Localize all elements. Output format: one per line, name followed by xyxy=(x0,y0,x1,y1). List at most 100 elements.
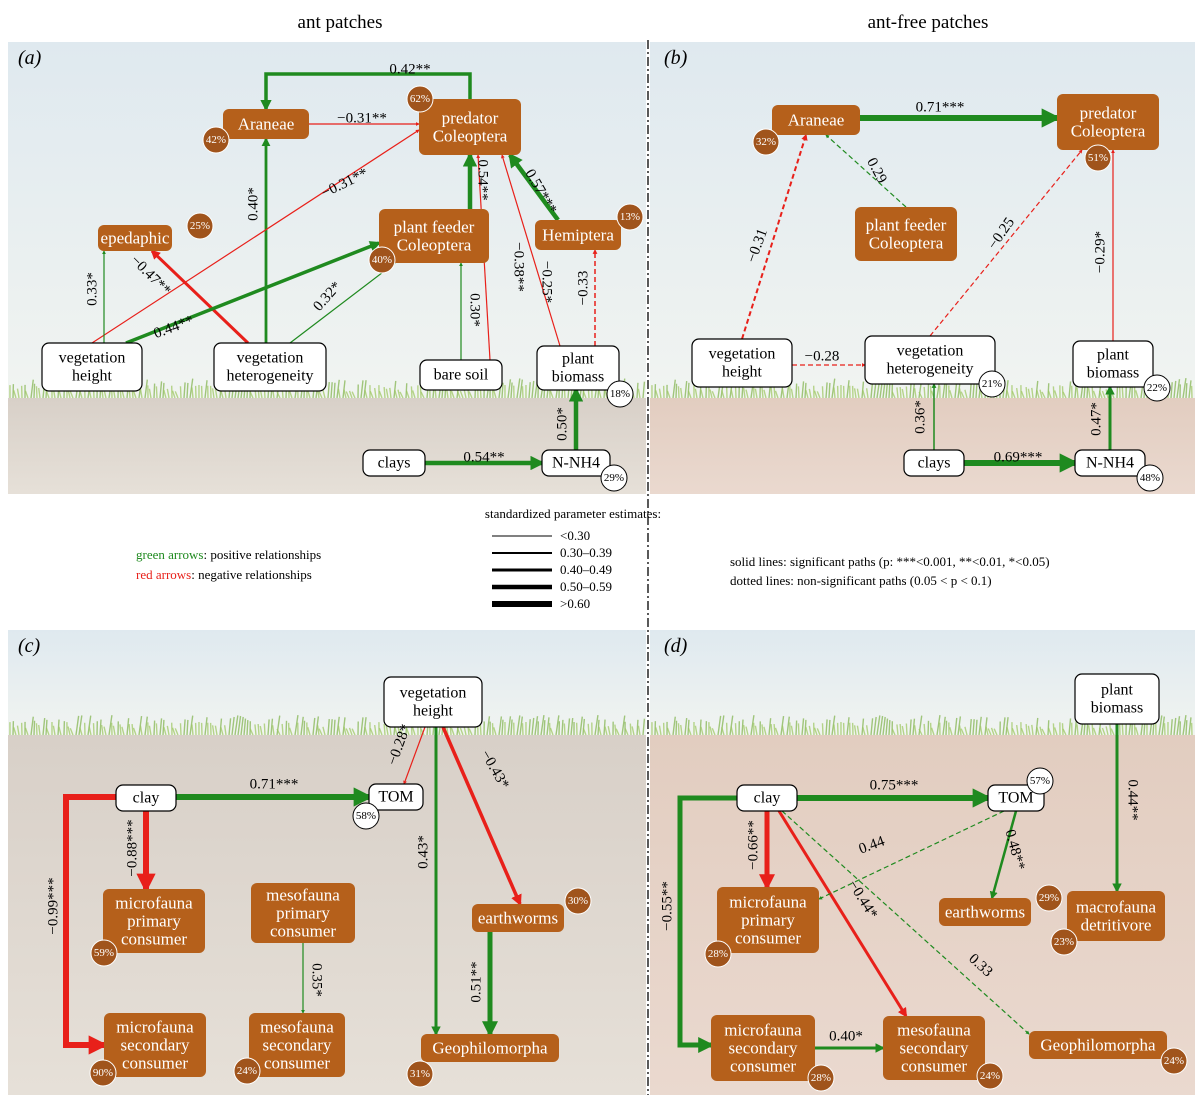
variance-value: 42% xyxy=(206,134,226,146)
variance-badge: 62% xyxy=(406,85,434,113)
node-label: biomass xyxy=(1087,365,1139,382)
estimate-c-mesoprim-to-mesosec: 0.35* xyxy=(309,963,325,997)
panel-label-c: (c) xyxy=(18,635,41,657)
node-label: plant xyxy=(1097,347,1130,364)
estimate-b-araneae-to-predator: 0.71*** xyxy=(916,99,965,115)
variance-value: 58% xyxy=(356,810,376,822)
node-label: biomass xyxy=(1091,700,1143,717)
node-label: predator xyxy=(1080,104,1137,123)
node-box xyxy=(103,889,205,953)
node-label: Araneae xyxy=(238,115,295,134)
node-box xyxy=(379,209,489,263)
legend-width-label: 0.30–0.39 xyxy=(560,545,612,560)
node-a-baresoil: bare soil xyxy=(419,359,503,391)
legend-width-scale: <0.300.30–0.390.40–0.490.50–0.59>0.60 xyxy=(492,528,612,611)
panel-b-soil xyxy=(650,398,1195,494)
node-label: consumer xyxy=(730,1057,796,1076)
panel-c-grass xyxy=(9,715,646,736)
node-label: heterogeneity xyxy=(226,368,313,385)
variance-value: 28% xyxy=(811,1072,831,1084)
node-label: earthworms xyxy=(478,909,558,928)
estimate-b-clays-to-nnh4: 0.69*** xyxy=(994,449,1043,465)
panel-d-grass xyxy=(651,715,1193,736)
node-label: Hemiptera xyxy=(542,226,614,245)
variance-value: 18% xyxy=(610,388,630,400)
legend-dotted-lines: dotted lines: non-significant paths (0.0… xyxy=(730,573,992,588)
arrow-b-plantfeeder-to-araneae xyxy=(825,134,907,208)
variance-badge: 13% xyxy=(616,203,644,231)
node-label: microfauna xyxy=(724,1021,802,1040)
node-label: plant xyxy=(1101,682,1134,699)
arrow-a-veghet-to-epedaphic xyxy=(150,249,250,345)
variance-value: 24% xyxy=(237,1065,257,1077)
node-box xyxy=(419,359,503,391)
variance-badge: 58% xyxy=(352,802,380,830)
node-box xyxy=(772,105,860,135)
arrow-c-vegheight-to-tom xyxy=(403,726,426,785)
node-label: Coleoptera xyxy=(1071,122,1146,141)
legend-width-label: <0.30 xyxy=(560,528,590,543)
variance-value: 90% xyxy=(93,1067,113,1079)
variance-value: 59% xyxy=(94,947,114,959)
node-label: mesofauna xyxy=(266,886,340,905)
node-label: Geophilomorpha xyxy=(1040,1036,1156,1055)
node-label: vegetation xyxy=(237,350,304,367)
node-label: secondary xyxy=(121,1036,190,1055)
variance-badge: 40% xyxy=(368,246,396,274)
variance-value: 25% xyxy=(190,220,210,232)
arrow-b-vegheight-to-araneae xyxy=(741,133,808,340)
node-label: plant xyxy=(562,351,595,368)
legend-width-label: >0.60 xyxy=(560,596,590,611)
node-box xyxy=(1074,449,1146,477)
node-box xyxy=(368,783,424,811)
estimate-a-nnh4-to-plantbiomass: 0.50* xyxy=(554,407,570,441)
node-box xyxy=(383,676,483,728)
arrow-a-plantbiomass-to-predator xyxy=(501,154,561,347)
node-label: height xyxy=(72,368,113,385)
estimate-c-clay-to-microsec: −0.99*** xyxy=(45,877,61,934)
variance-badge: 24% xyxy=(233,1057,261,1085)
variance-value: 21% xyxy=(982,378,1002,390)
variance-badge: 21% xyxy=(978,370,1006,398)
variance-badge: 29% xyxy=(1035,884,1063,912)
variance-value: 24% xyxy=(980,1070,1000,1082)
node-label: height xyxy=(413,703,454,720)
node-box xyxy=(249,1013,345,1077)
variance-badge: 42% xyxy=(202,126,230,154)
variance-value: 24% xyxy=(1164,1055,1184,1067)
estimate-b-clays-to-veghet: 0.36* xyxy=(912,400,928,434)
arrow-a-predator-to-araneae xyxy=(260,72,472,112)
legend-positive: green arrows: positive relationships xyxy=(136,547,321,562)
estimate-b-plantbiomass-to-predator: −0.29* xyxy=(1092,231,1108,273)
node-box xyxy=(541,449,611,477)
estimate-c-clay-to-microprim: −0.88*** xyxy=(124,819,140,876)
node-label: N-NH4 xyxy=(1086,455,1134,472)
legend-title: standardized parameter estimates: xyxy=(485,506,661,521)
arrow-d-tom-to-microprim xyxy=(818,810,1005,900)
node-label: bare soil xyxy=(434,367,489,384)
variance-value: 29% xyxy=(604,472,624,484)
variance-badge: 22% xyxy=(1143,374,1171,402)
arrow-a-vegheight-to-plantfeeder xyxy=(125,241,382,345)
diagram-nodes: Araneae42%predatorColeoptera62%epedaphic… xyxy=(41,85,1188,1092)
node-c-clay: clay xyxy=(115,784,177,812)
node-label: vegetation xyxy=(897,343,964,360)
path-arrows xyxy=(63,72,1122,1055)
variance-badge: 51% xyxy=(1084,144,1112,172)
estimate-d-plantbiomass-to-macro: 0.44** xyxy=(1125,779,1141,820)
node-label: height xyxy=(722,364,763,381)
node-label: primary xyxy=(741,911,795,930)
node-box xyxy=(536,345,620,391)
